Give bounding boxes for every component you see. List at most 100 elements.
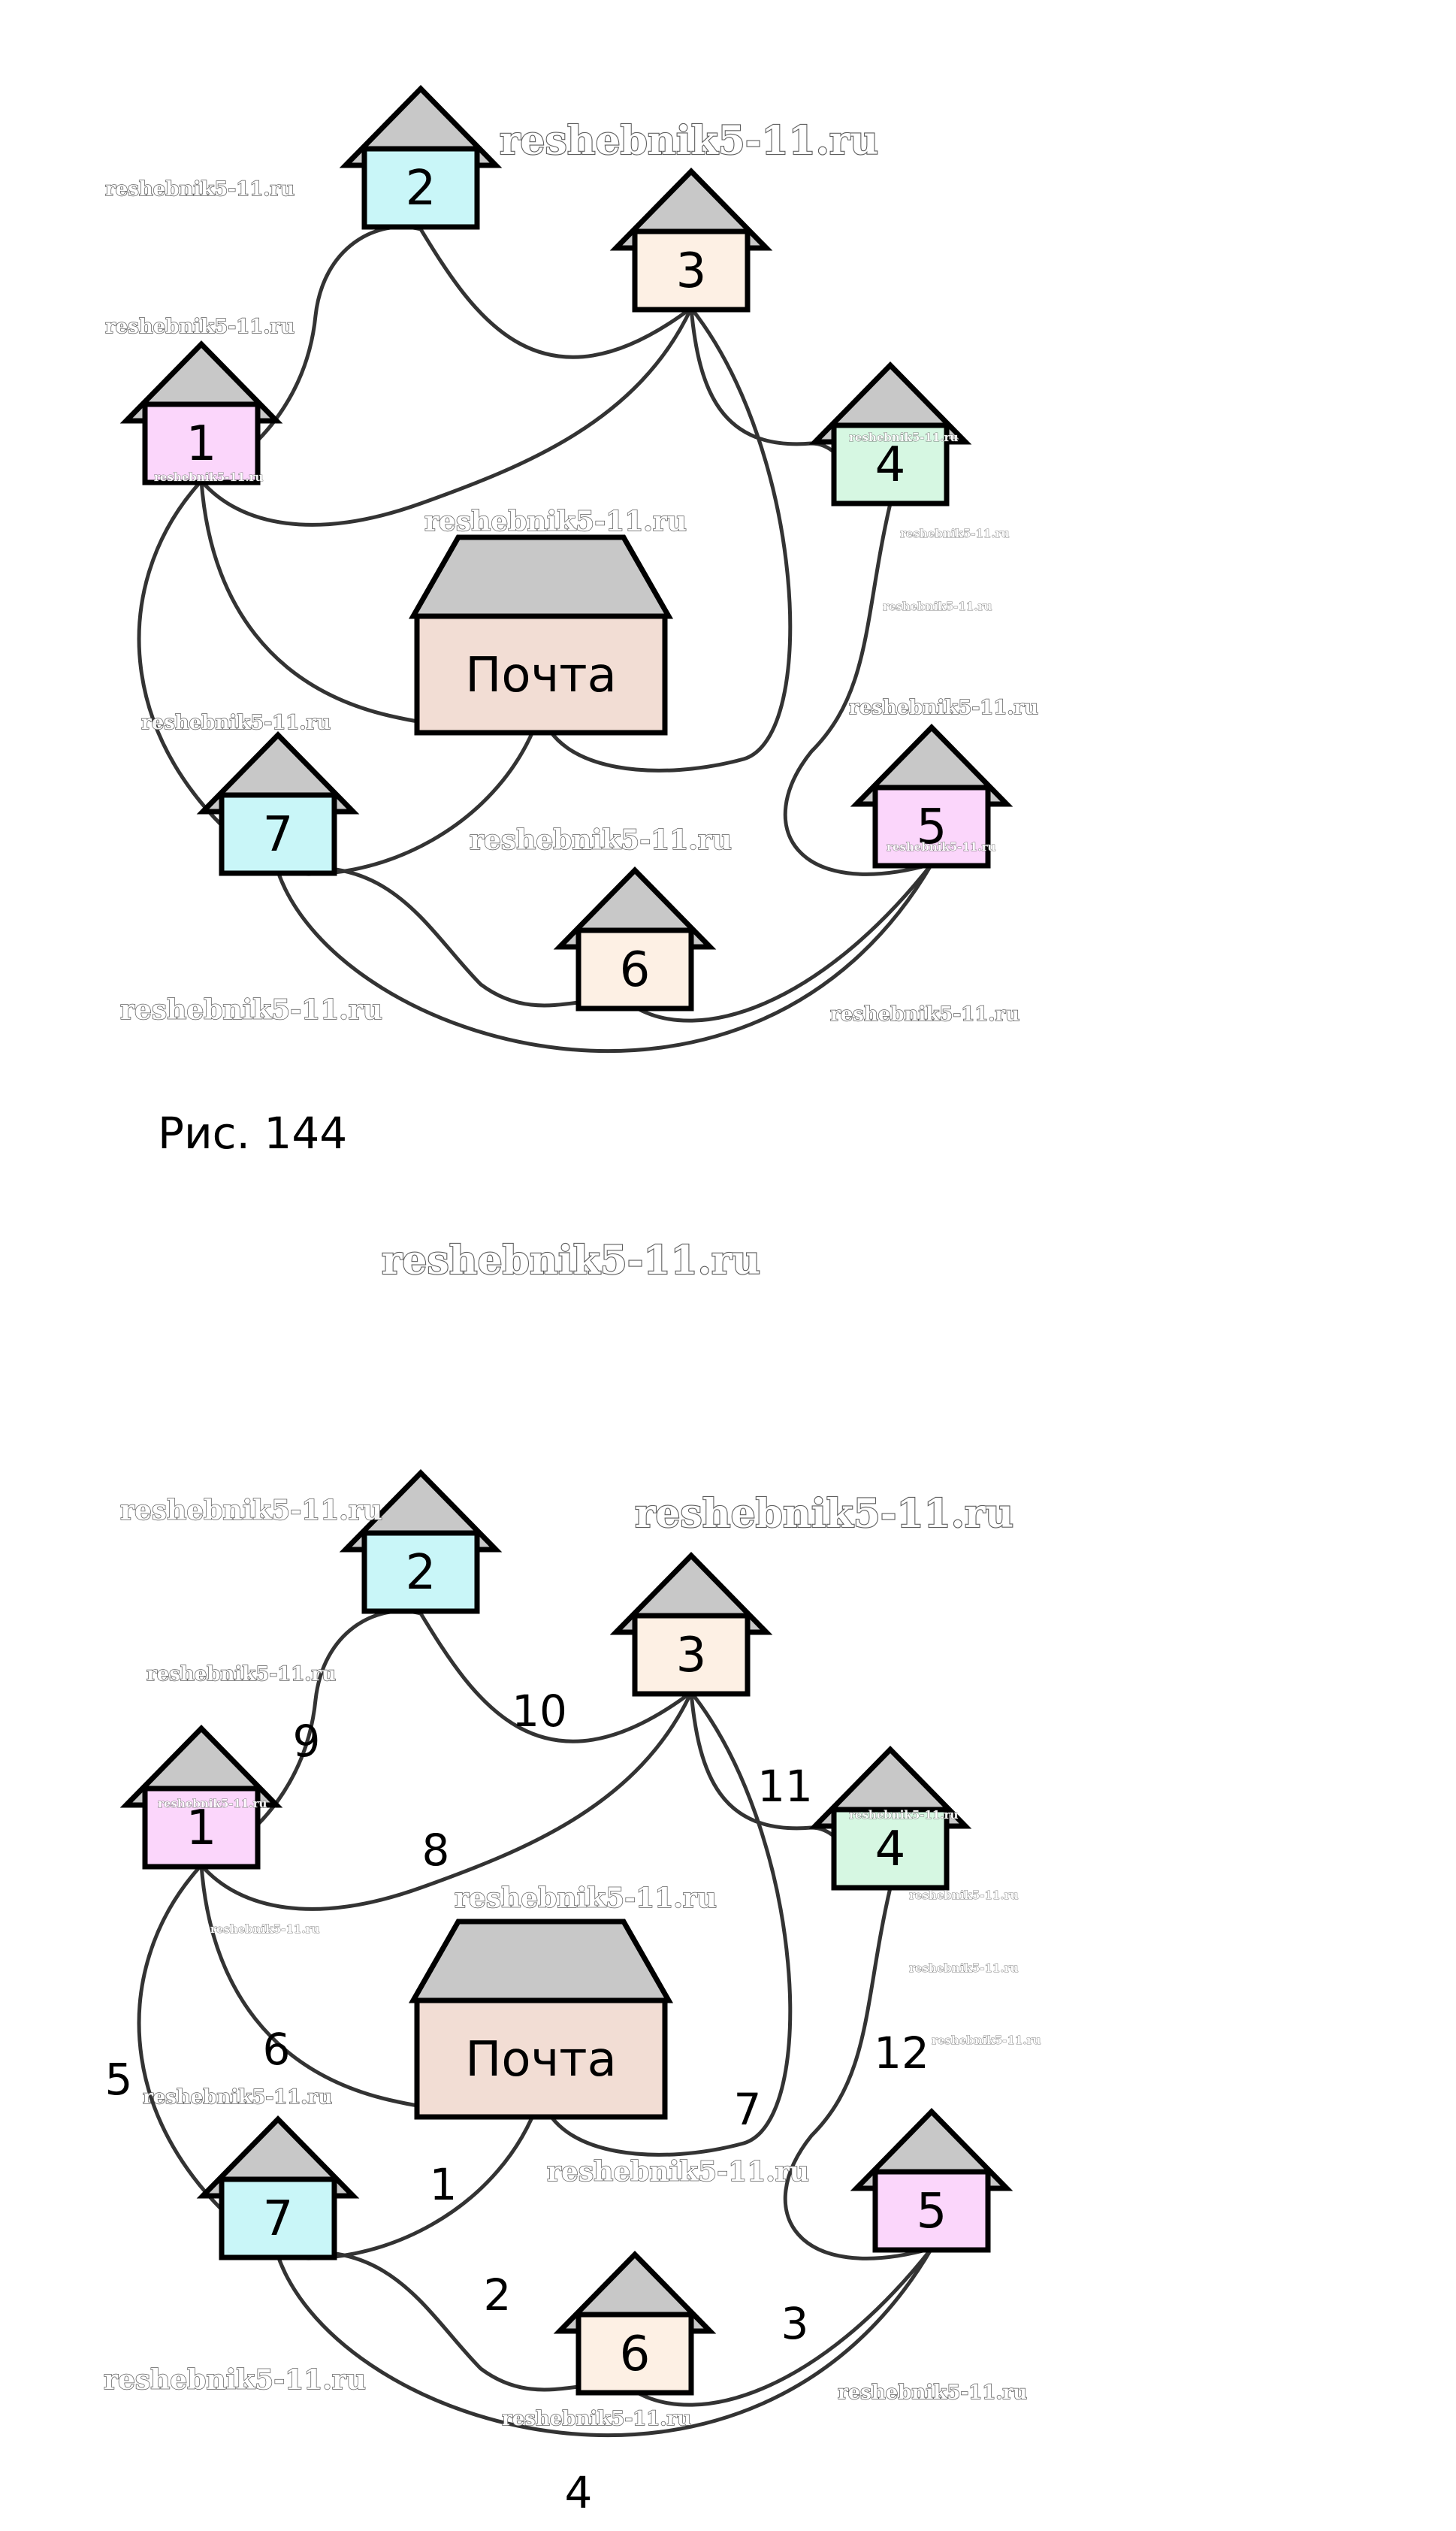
road-labels: 9 10 11 8 6 5 7 12 1 2 3 4 bbox=[105, 1686, 929, 2518]
watermark: reshebnik5-11.ru bbox=[547, 2156, 809, 2188]
house-body bbox=[632, 228, 751, 313]
house-7: 7 bbox=[196, 731, 360, 876]
watermark: reshebnik5-11.ru bbox=[830, 1003, 1020, 1026]
road bbox=[276, 2246, 934, 2438]
road-label-1: 1 bbox=[430, 2159, 458, 2210]
watermark: reshebnik5-11.ru bbox=[470, 824, 732, 856]
house-2: 2 bbox=[339, 85, 503, 230]
watermark: reshebnik5-11.ru bbox=[147, 1663, 336, 1686]
watermark: reshebnik5-11.ru bbox=[105, 316, 295, 338]
post-office-body bbox=[414, 613, 668, 736]
watermark: reshebnik5-11.ru bbox=[104, 2364, 366, 2396]
road bbox=[539, 1690, 793, 2157]
post-office: Почта bbox=[408, 1919, 674, 2120]
house-body bbox=[872, 785, 991, 869]
house-2: 2 bbox=[339, 1469, 503, 1614]
road bbox=[199, 1690, 693, 1911]
road-label-5: 5 bbox=[105, 2054, 133, 2105]
house-body bbox=[575, 2312, 694, 2396]
diagram-top: 2 3 1 4 Почта 7 bbox=[104, 85, 1039, 1284]
watermark: reshebnik5-11.ru bbox=[154, 470, 263, 484]
road-label-9: 9 bbox=[293, 1716, 321, 1767]
road-label-8: 8 bbox=[422, 1825, 450, 1876]
watermark: reshebnik5-11.ru bbox=[500, 118, 878, 164]
road bbox=[633, 862, 934, 1023]
watermark: reshebnik5-11.ru bbox=[382, 1238, 760, 1284]
house-body bbox=[361, 146, 480, 230]
house-body bbox=[872, 2169, 991, 2253]
road-label-4: 4 bbox=[565, 2467, 593, 2518]
watermark: reshebnik5-11.ru bbox=[900, 527, 1009, 540]
post-office-label: Почта bbox=[465, 2032, 617, 2088]
watermark: reshebnik5-11.ru bbox=[120, 994, 382, 1026]
watermark: reshebnik5-11.ru bbox=[849, 1808, 958, 1822]
watermark: reshebnik5-11.ru bbox=[424, 506, 687, 537]
watermark: reshebnik5-11.ru bbox=[883, 600, 992, 613]
house-body bbox=[575, 927, 694, 1011]
house-number: 5 bbox=[917, 2184, 947, 2239]
road bbox=[418, 1611, 693, 1743]
roof-icon bbox=[408, 1919, 674, 2003]
road-label-6: 6 bbox=[263, 2024, 291, 2075]
watermark: reshebnik5-11.ru bbox=[502, 2408, 691, 2430]
house-number: 5 bbox=[917, 800, 947, 855]
watermark: reshebnik5-11.ru bbox=[838, 2381, 1027, 2404]
watermark: reshebnik5-11.ru bbox=[158, 1797, 267, 1810]
watermark: reshebnik5-11.ru bbox=[909, 1961, 1018, 1975]
house-number: 6 bbox=[620, 2327, 651, 2382]
watermark: reshebnik5-11.ru bbox=[141, 712, 331, 734]
house-3: 3 bbox=[609, 168, 773, 313]
house-number: 7 bbox=[263, 807, 294, 863]
house-4: 4 bbox=[808, 1746, 972, 1891]
road bbox=[137, 1863, 280, 2258]
house-body bbox=[632, 1613, 751, 1697]
house-number: 2 bbox=[406, 161, 436, 216]
road-label-12: 12 bbox=[874, 2028, 929, 2079]
house-1: 1 bbox=[119, 1725, 283, 1870]
house-body bbox=[361, 1530, 480, 1614]
house-body bbox=[142, 401, 261, 485]
road-label-10: 10 bbox=[512, 1686, 567, 1737]
diagram-bottom: 2 3 1 4 Почта 7 bbox=[103, 1469, 1041, 2518]
watermark: reshebnik5-11.ru bbox=[455, 1882, 717, 1914]
road bbox=[276, 862, 934, 1054]
house-number: 3 bbox=[676, 1628, 707, 1683]
watermark: reshebnik5-11.ru bbox=[105, 178, 295, 201]
post-office-body bbox=[414, 1997, 668, 2120]
road bbox=[539, 306, 793, 773]
road bbox=[137, 479, 280, 874]
house-5: 5 bbox=[850, 2108, 1013, 2253]
road-label-2: 2 bbox=[484, 2269, 512, 2321]
road bbox=[783, 1885, 934, 2260]
house-5: 5 bbox=[850, 724, 1013, 869]
watermarks-top: reshebnik5-11.ru reshebnik5-11.ru resheb… bbox=[104, 117, 1039, 1027]
house-6: 6 bbox=[553, 866, 717, 1011]
house-body bbox=[219, 792, 337, 876]
house-number: 1 bbox=[186, 1801, 217, 1856]
house-number: 1 bbox=[186, 416, 217, 472]
watermark: reshebnik5-11.ru bbox=[932, 2034, 1041, 2047]
house-number: 4 bbox=[875, 1822, 906, 1877]
road-label-11: 11 bbox=[757, 1761, 813, 1812]
house-number: 2 bbox=[406, 1545, 436, 1601]
post-office: Почта bbox=[408, 534, 674, 736]
house-4: 4 bbox=[808, 361, 972, 507]
road bbox=[783, 501, 934, 876]
house-body bbox=[831, 422, 950, 507]
watermark: reshebnik5-11.ru bbox=[887, 840, 995, 854]
watermark: reshebnik5-11.ru bbox=[143, 2086, 332, 2109]
watermark: reshebnik5-11.ru bbox=[635, 1491, 1013, 1537]
house-number: 4 bbox=[875, 437, 906, 493]
watermarks-bottom: reshebnik5-11.ru reshebnik5-11.ru resheb… bbox=[103, 1490, 1041, 2431]
watermark: reshebnik5-11.ru bbox=[909, 1888, 1018, 1902]
house-6: 6 bbox=[553, 2251, 717, 2396]
house-3: 3 bbox=[609, 1552, 773, 1697]
road bbox=[633, 2246, 934, 2407]
road bbox=[199, 306, 693, 527]
house-1: 1 bbox=[119, 340, 283, 485]
road-label-3: 3 bbox=[781, 2298, 809, 2349]
road-label-7: 7 bbox=[734, 2084, 762, 2135]
watermark: reshebnik5-11.ru bbox=[210, 1922, 319, 1936]
house-7: 7 bbox=[196, 2115, 360, 2260]
